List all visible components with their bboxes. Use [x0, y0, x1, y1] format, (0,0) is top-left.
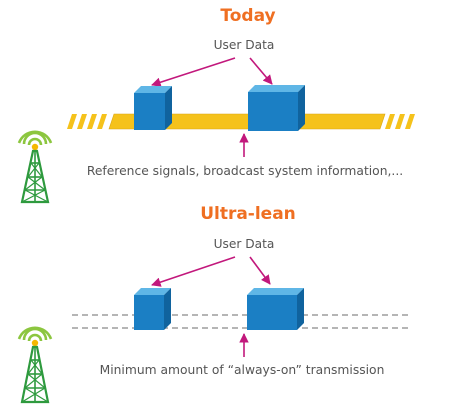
band-stripes-left	[67, 114, 107, 129]
ultra-lean-title: Ultra-lean	[200, 204, 296, 224]
arrow-to-block-left	[151, 256, 236, 287]
today-user-data-label: User Data	[214, 38, 275, 52]
today-user-data-block-left	[134, 86, 172, 130]
arrow-to-block-left	[151, 57, 236, 87]
reference-signal-band	[67, 113, 415, 130]
ultra-lean-user-data-block-left	[134, 288, 171, 330]
ultra-lean-user-data-label: User Data	[214, 237, 275, 251]
antenna-tower-icon	[17, 326, 53, 404]
today-title: Today	[220, 6, 275, 26]
ultra-lean-user-data-block-right	[247, 288, 304, 330]
arrow-to-block-right	[249, 256, 271, 285]
ultra-lean-user-data-arrows	[151, 256, 271, 287]
antenna-tower-icon	[17, 130, 53, 204]
arrow-to-block-right	[249, 57, 273, 85]
today-user-data-arrows	[151, 57, 273, 87]
today-caption: Reference signals, broadcast system info…	[87, 164, 403, 178]
band-stripes-right	[385, 114, 415, 129]
ultra-lean-caption: Minimum amount of “always-on” transmissi…	[100, 363, 385, 377]
today-user-data-block-right	[248, 85, 305, 131]
